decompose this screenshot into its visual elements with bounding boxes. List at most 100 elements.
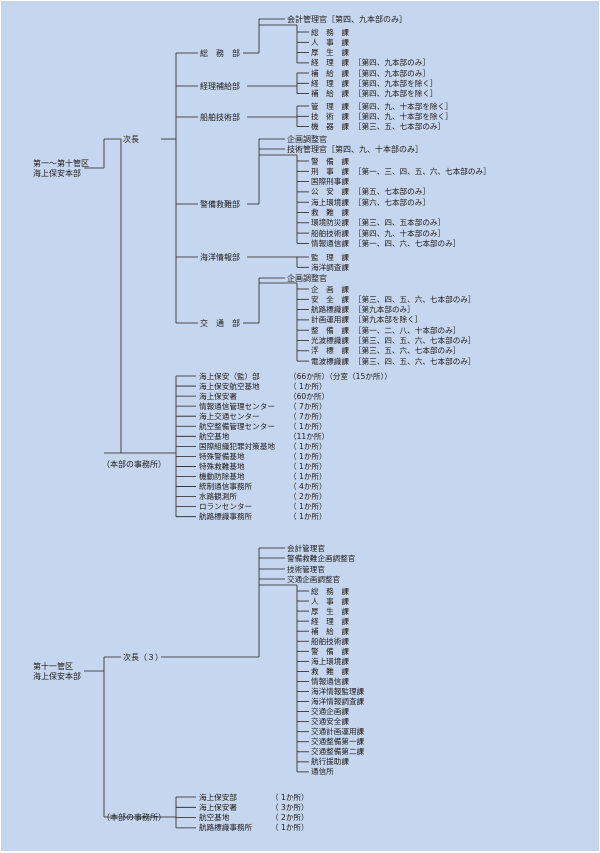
section-name-2: 海洋情報調査課 xyxy=(311,697,365,707)
section-name-2: 海上環境課 xyxy=(311,656,349,666)
section-name: 管 理 課 xyxy=(311,101,349,111)
section-name: 救 難 課 xyxy=(311,208,349,217)
section-note: ［第四、九本部を除く］ xyxy=(354,89,438,99)
official-2: 交通企画調整官 xyxy=(287,574,341,584)
office-count: （ 1か所） xyxy=(289,472,327,481)
office-name-2: 海上保安署 xyxy=(199,802,237,812)
section-name-2: 船舶技術課 xyxy=(311,636,349,646)
root-title-line-1: 第一～第十管区 xyxy=(33,158,89,168)
section-name-2: 航行援助課 xyxy=(311,757,349,767)
dept-kotsu: 交 通 部 xyxy=(200,318,240,328)
section-name: 情報通信課 xyxy=(311,238,349,248)
office-name: ロランセンター xyxy=(199,502,253,512)
office-count: （ 1か所） xyxy=(289,461,327,471)
official-kotsu-kikaku: 企画調整官 xyxy=(287,273,327,283)
section-note: ［第四、九本部のみ］ xyxy=(354,58,430,68)
dept-kaiyo: 海洋情報部 xyxy=(200,252,240,262)
section-name: 環境防災課 xyxy=(311,218,349,228)
official-2: 会計管理官 xyxy=(287,543,325,553)
section-note: ［第三、四、五、六、七本部のみ］ xyxy=(354,336,476,345)
section-note: ［第五、七本部のみ］ xyxy=(354,187,430,197)
section-name: 補 給 課 xyxy=(311,68,349,78)
office-count: （11か所） xyxy=(289,431,330,441)
section-name: 光波標識課 xyxy=(311,336,349,345)
official-keibi-kikaku: 企画調整官 xyxy=(287,134,327,144)
section-name-2: 交通計画運用課 xyxy=(311,727,365,737)
root-title-line-2b: 海上保安本部 xyxy=(33,671,81,681)
office-count: （ 1か所） xyxy=(289,421,327,431)
section-name-2: 交通企画課 xyxy=(311,707,349,717)
section-name: 総 務 課 xyxy=(311,27,349,37)
office-name: 航空基地 xyxy=(199,431,230,441)
official-2: 技術管理官 xyxy=(287,564,325,574)
office-count: （ 4か所） xyxy=(289,482,327,492)
office-name: 航空整備管理センター xyxy=(199,421,275,431)
section-name: 国際刑事課 xyxy=(311,177,349,187)
office-name: 国際組織犯罪対策基地 xyxy=(199,441,275,451)
section-name-2: 警 備 課 xyxy=(311,646,349,656)
section-note: ［第六、七本部のみ］ xyxy=(354,197,430,207)
section-note: ［第九本部を除く］ xyxy=(354,315,423,325)
section-name: 浮 標 課 xyxy=(311,346,349,356)
section-note: ［第三、四、五、六、七本部のみ］ xyxy=(354,294,476,304)
office-name: 特殊救難基地 xyxy=(199,461,245,471)
section-note: ［第四、九、十本部を除く］ xyxy=(354,101,453,111)
office-name: 航路標識事務所 xyxy=(199,512,253,522)
root-title-line-2a: 第十一管区 xyxy=(33,661,73,671)
section-name: 厚 生 課 xyxy=(311,48,349,58)
section-name-2: 交通整備第一課 xyxy=(311,737,365,747)
section-name: 安 全 課 xyxy=(311,294,349,304)
office-count: （ 1か所） xyxy=(289,451,327,461)
office-name-2: 航路標識事務所 xyxy=(199,823,253,833)
office-count: （ 7か所） xyxy=(289,411,327,421)
office-name: 統制通信事務所 xyxy=(199,482,253,492)
section-name-2: 通信所 xyxy=(311,767,334,777)
section-name: 公 安 課 xyxy=(311,187,349,197)
section-name: 電波標識課 xyxy=(311,356,349,366)
section-note: ［第三、四、五本部のみ］ xyxy=(354,218,446,228)
root-title-line-2: 海上保安本部 xyxy=(33,168,81,178)
office-count-2: （ 1か所） xyxy=(271,792,309,802)
office-name: 海上交通センター xyxy=(199,411,260,421)
section-name: 整 備 課 xyxy=(311,325,349,335)
section-note: ［第一、四、六、七本部のみ］ xyxy=(354,238,461,248)
office-name: 情報通信管理センター xyxy=(199,401,275,411)
office-group-label: （本部の事務所） xyxy=(102,459,166,469)
office-count: （ 1か所） xyxy=(289,502,327,512)
office-count: （ 1か所） xyxy=(289,381,327,391)
section-name: 経 理 課 xyxy=(311,78,349,88)
dept-senpaku: 船舶技術部 xyxy=(200,112,240,122)
office-name: 海上保安署 xyxy=(199,391,237,401)
dept-keiri: 経理補給部 xyxy=(200,81,240,91)
section-name: 海洋調査課 xyxy=(311,262,349,272)
vice-director-label: 次長 xyxy=(123,134,139,144)
office-name-2: 海上保安部 xyxy=(199,792,237,802)
office-name: 機動防除基地 xyxy=(199,472,245,481)
section-note: ［第三、五、七本部のみ］ xyxy=(354,122,446,132)
section-note: ［第四、九本部を除く］ xyxy=(354,78,438,88)
section-name: 企 画 課 xyxy=(311,284,349,294)
section-name-2: 補 給 課 xyxy=(311,626,349,636)
office-group-label-2: （本部の事務所） xyxy=(102,812,166,822)
section-note: ［第四、九、十本部を除く］ xyxy=(354,111,453,121)
section-name-2: 海洋情報監理課 xyxy=(311,687,365,696)
office-name-2: 航空基地 xyxy=(199,813,230,823)
section-name: 警 備 課 xyxy=(311,156,349,166)
office-name: 水路観測所 xyxy=(199,492,237,502)
dept-somu: 総 務 部 xyxy=(200,48,240,58)
section-name: 船舶技術課 xyxy=(311,228,349,238)
section-name: 人 事 課 xyxy=(311,37,349,47)
office-count: （ 1か所） xyxy=(289,441,327,451)
section-name-2: 経 理 課 xyxy=(311,616,349,626)
office-count: （66か所）（分室（15か所）） xyxy=(289,371,392,381)
section-name-2: 人 事 課 xyxy=(311,596,349,606)
section-name-2: 救 難 課 xyxy=(311,666,349,676)
office-count: （ 7か所） xyxy=(289,401,327,411)
section-name: 航路標識課 xyxy=(311,305,349,315)
section-note: ［第三、五、六、七本部のみ］ xyxy=(354,346,461,356)
office-count: （ 2か所） xyxy=(289,492,327,502)
section-name: 経 理 課 xyxy=(311,58,349,68)
section-name: 刑 事 課 xyxy=(311,166,349,176)
